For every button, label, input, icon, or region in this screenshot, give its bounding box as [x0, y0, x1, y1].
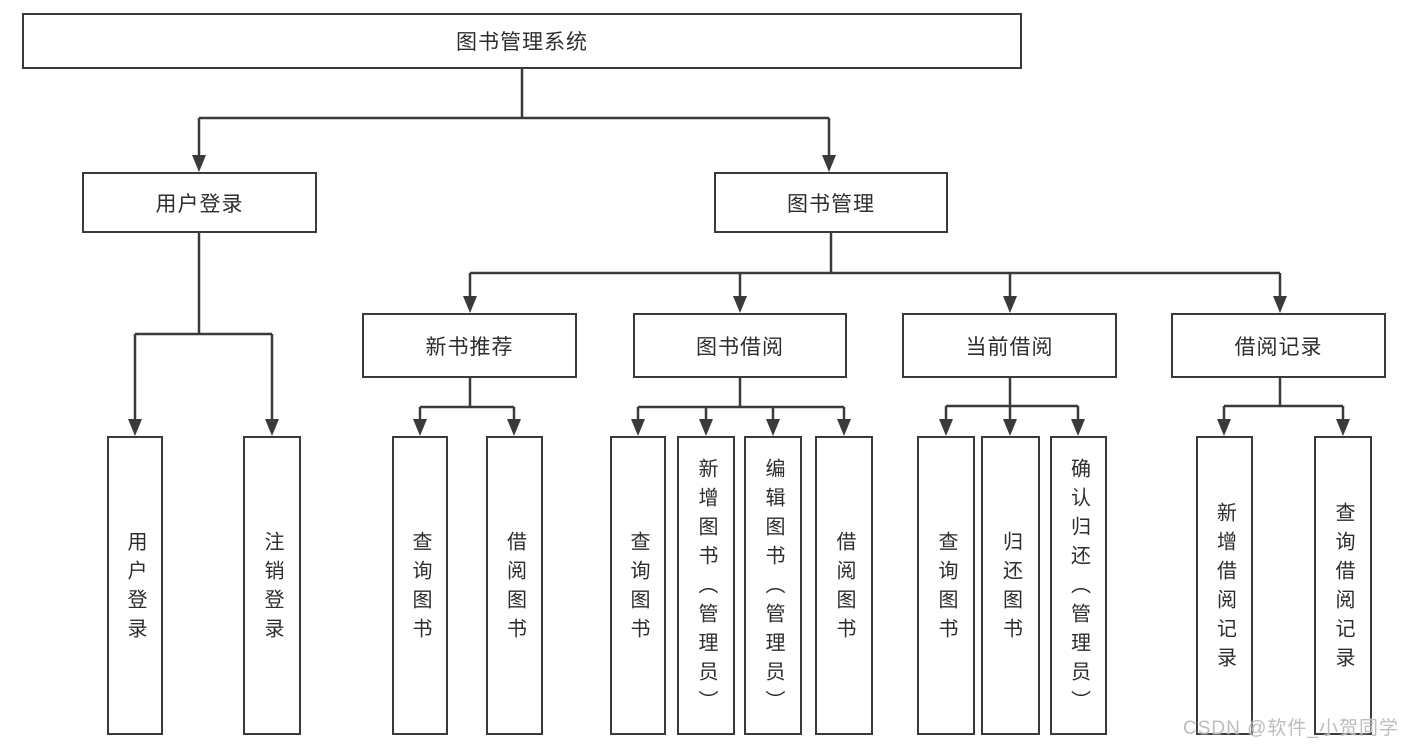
arrow-current-borrow	[1003, 296, 1017, 313]
arrow-cb-leaf1	[939, 419, 953, 436]
arrow-book-borrow	[733, 296, 747, 313]
csdn-watermark: CSDN @软件_小贺同学	[1183, 718, 1399, 739]
leaf-query-books-recommend: 查询图书	[392, 436, 448, 735]
node-book-management: 图书管理	[714, 172, 948, 233]
node-library-management-system: 图书管理系统	[22, 13, 1022, 69]
arrow-leaf-logout	[265, 419, 279, 436]
arrow-bb-leaf3	[766, 419, 780, 436]
node-user-login: 用户登录	[82, 172, 317, 233]
leaf-query-books-current: 查询图书	[917, 436, 975, 735]
leaf-add-book-admin: 新增图书（管理员）	[677, 436, 735, 735]
arrow-book-management	[822, 155, 836, 172]
leaf-add-borrow-record: 新增借阅记录	[1196, 436, 1253, 735]
leaf-confirm-return-admin: 确认归还（管理员）	[1050, 436, 1107, 735]
arrow-bb-leaf4	[837, 419, 851, 436]
arrow-bb-leaf2	[699, 419, 713, 436]
arrow-cb-leaf3	[1071, 419, 1085, 436]
arrow-borrow-records	[1273, 296, 1287, 313]
leaf-borrow-books: 借阅图书	[815, 436, 873, 735]
leaf-user-login: 用户登录	[107, 436, 163, 735]
leaf-return-book: 归还图书	[981, 436, 1040, 735]
node-borrow-records: 借阅记录	[1171, 313, 1386, 378]
arrow-nb-leaf1	[413, 419, 427, 436]
arrow-nb-leaf2	[507, 419, 521, 436]
arrow-leaf-user-login	[128, 419, 142, 436]
leaf-borrow-books-recommend: 借阅图书	[486, 436, 543, 735]
node-current-borrow: 当前借阅	[902, 313, 1117, 378]
arrow-user-login	[192, 155, 206, 172]
node-book-borrow: 图书借阅	[633, 313, 847, 378]
leaf-query-books-borrow: 查询图书	[610, 436, 666, 735]
arrowheads	[128, 155, 1350, 436]
arrow-br-leaf2	[1336, 419, 1350, 436]
arrow-bb-leaf1	[631, 419, 645, 436]
leaf-logout: 注销登录	[243, 436, 301, 735]
arrow-cb-leaf2	[1003, 419, 1017, 436]
arrow-br-leaf1	[1217, 419, 1231, 436]
node-new-book-recommend: 新书推荐	[362, 313, 577, 378]
arrow-new-book	[463, 296, 477, 313]
leaf-query-borrow-record: 查询借阅记录	[1314, 436, 1372, 735]
leaf-edit-book-admin: 编辑图书（管理员）	[744, 436, 802, 735]
